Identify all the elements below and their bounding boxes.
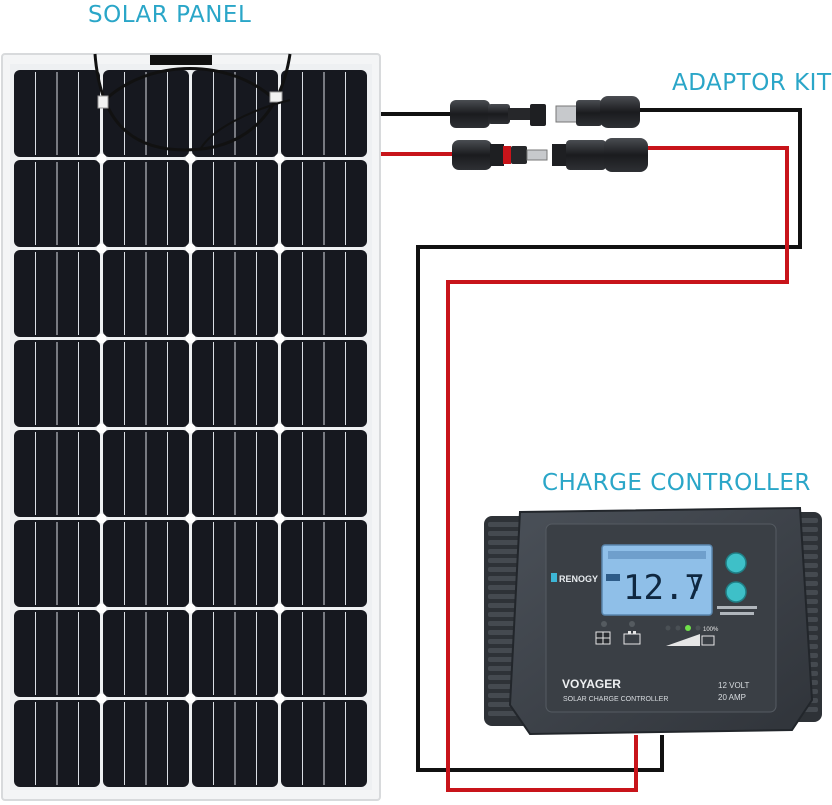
solar-panel-label: SOLAR PANEL xyxy=(88,2,252,28)
controller-subtitle: SOLAR CHARGE CONTROLLER xyxy=(563,696,668,703)
cell-corner-dot xyxy=(96,693,107,704)
heatsink-fin xyxy=(488,531,522,536)
heatsink-fin xyxy=(488,612,522,617)
heatsink-fin xyxy=(488,603,522,608)
mc4-connector-positive-female xyxy=(452,140,548,170)
amp-rating: 20 AMP xyxy=(718,693,746,702)
voltage-rating: 12 VOLT xyxy=(718,681,750,690)
cell-corner-dot xyxy=(96,153,107,164)
battery-type-button[interactable] xyxy=(725,581,747,603)
heatsink-fin xyxy=(488,558,522,563)
cell-corner-dot xyxy=(274,423,285,434)
panel-cell-grid xyxy=(14,70,367,787)
battery-level-indicator: 100% xyxy=(665,625,719,646)
heatsink-fin xyxy=(488,549,522,554)
adaptor-kit-label: ADAPTOR KIT xyxy=(672,70,832,96)
mc4-connector-negative-male xyxy=(450,100,546,128)
mode-button[interactable] xyxy=(725,552,747,574)
cell-corner-dot xyxy=(274,513,285,524)
charge-controller-label: CHARGE CONTROLLER xyxy=(542,470,811,496)
cell-corner-dot xyxy=(96,333,107,344)
cell-corner-dot xyxy=(96,243,107,254)
model-name: VOYAGER xyxy=(562,677,621,691)
lcd-display: 12.7 V xyxy=(601,544,713,616)
mc4-connector-positive-male xyxy=(552,138,648,172)
heatsink-fin xyxy=(488,576,522,581)
cell-corner-dot xyxy=(96,513,107,524)
positive-wire xyxy=(380,146,789,792)
solar-led xyxy=(601,621,607,627)
battery-status-icon xyxy=(623,631,641,645)
junction-box xyxy=(93,53,292,152)
cell-corner-dot xyxy=(185,513,196,524)
cell-corner-dot xyxy=(185,423,196,434)
cell-corner-dot xyxy=(274,153,285,164)
heatsink-fin xyxy=(488,522,522,527)
mc4-connector-negative-female xyxy=(555,96,640,128)
battery-led xyxy=(629,621,635,627)
negative-wire xyxy=(380,108,802,772)
lcd-unit: V xyxy=(690,572,702,596)
heatsink-fin xyxy=(488,585,522,590)
heatsink-fin xyxy=(488,567,522,572)
heatsink-fin xyxy=(488,711,522,716)
cell-corner-dot xyxy=(274,243,285,254)
adaptor-kit xyxy=(450,96,648,172)
battery-percent: 100% xyxy=(703,627,719,633)
cell-corner-dot xyxy=(185,603,196,614)
renogy-logo: RENOGY xyxy=(551,573,598,584)
cell-corner-dot xyxy=(274,603,285,614)
brand-text: RENOGY xyxy=(559,574,598,584)
cell-corner-dot xyxy=(274,333,285,344)
cell-corner-dot xyxy=(274,693,285,704)
cell-corner-dot xyxy=(96,603,107,614)
cell-corner-dot xyxy=(96,423,107,434)
cell-corner-dot xyxy=(185,153,196,164)
cell-corner-dot xyxy=(185,243,196,254)
cell-corner-dot xyxy=(185,693,196,704)
solar-panel xyxy=(1,53,381,801)
heatsink-fin xyxy=(488,540,522,545)
charge-controller: 12.7 V RENOGY xyxy=(484,506,822,736)
heatsink-fin xyxy=(488,594,522,599)
lcd-value: 12.7 xyxy=(623,568,705,608)
solar-status-icon xyxy=(595,631,611,645)
cell-corner-dot xyxy=(185,333,196,344)
